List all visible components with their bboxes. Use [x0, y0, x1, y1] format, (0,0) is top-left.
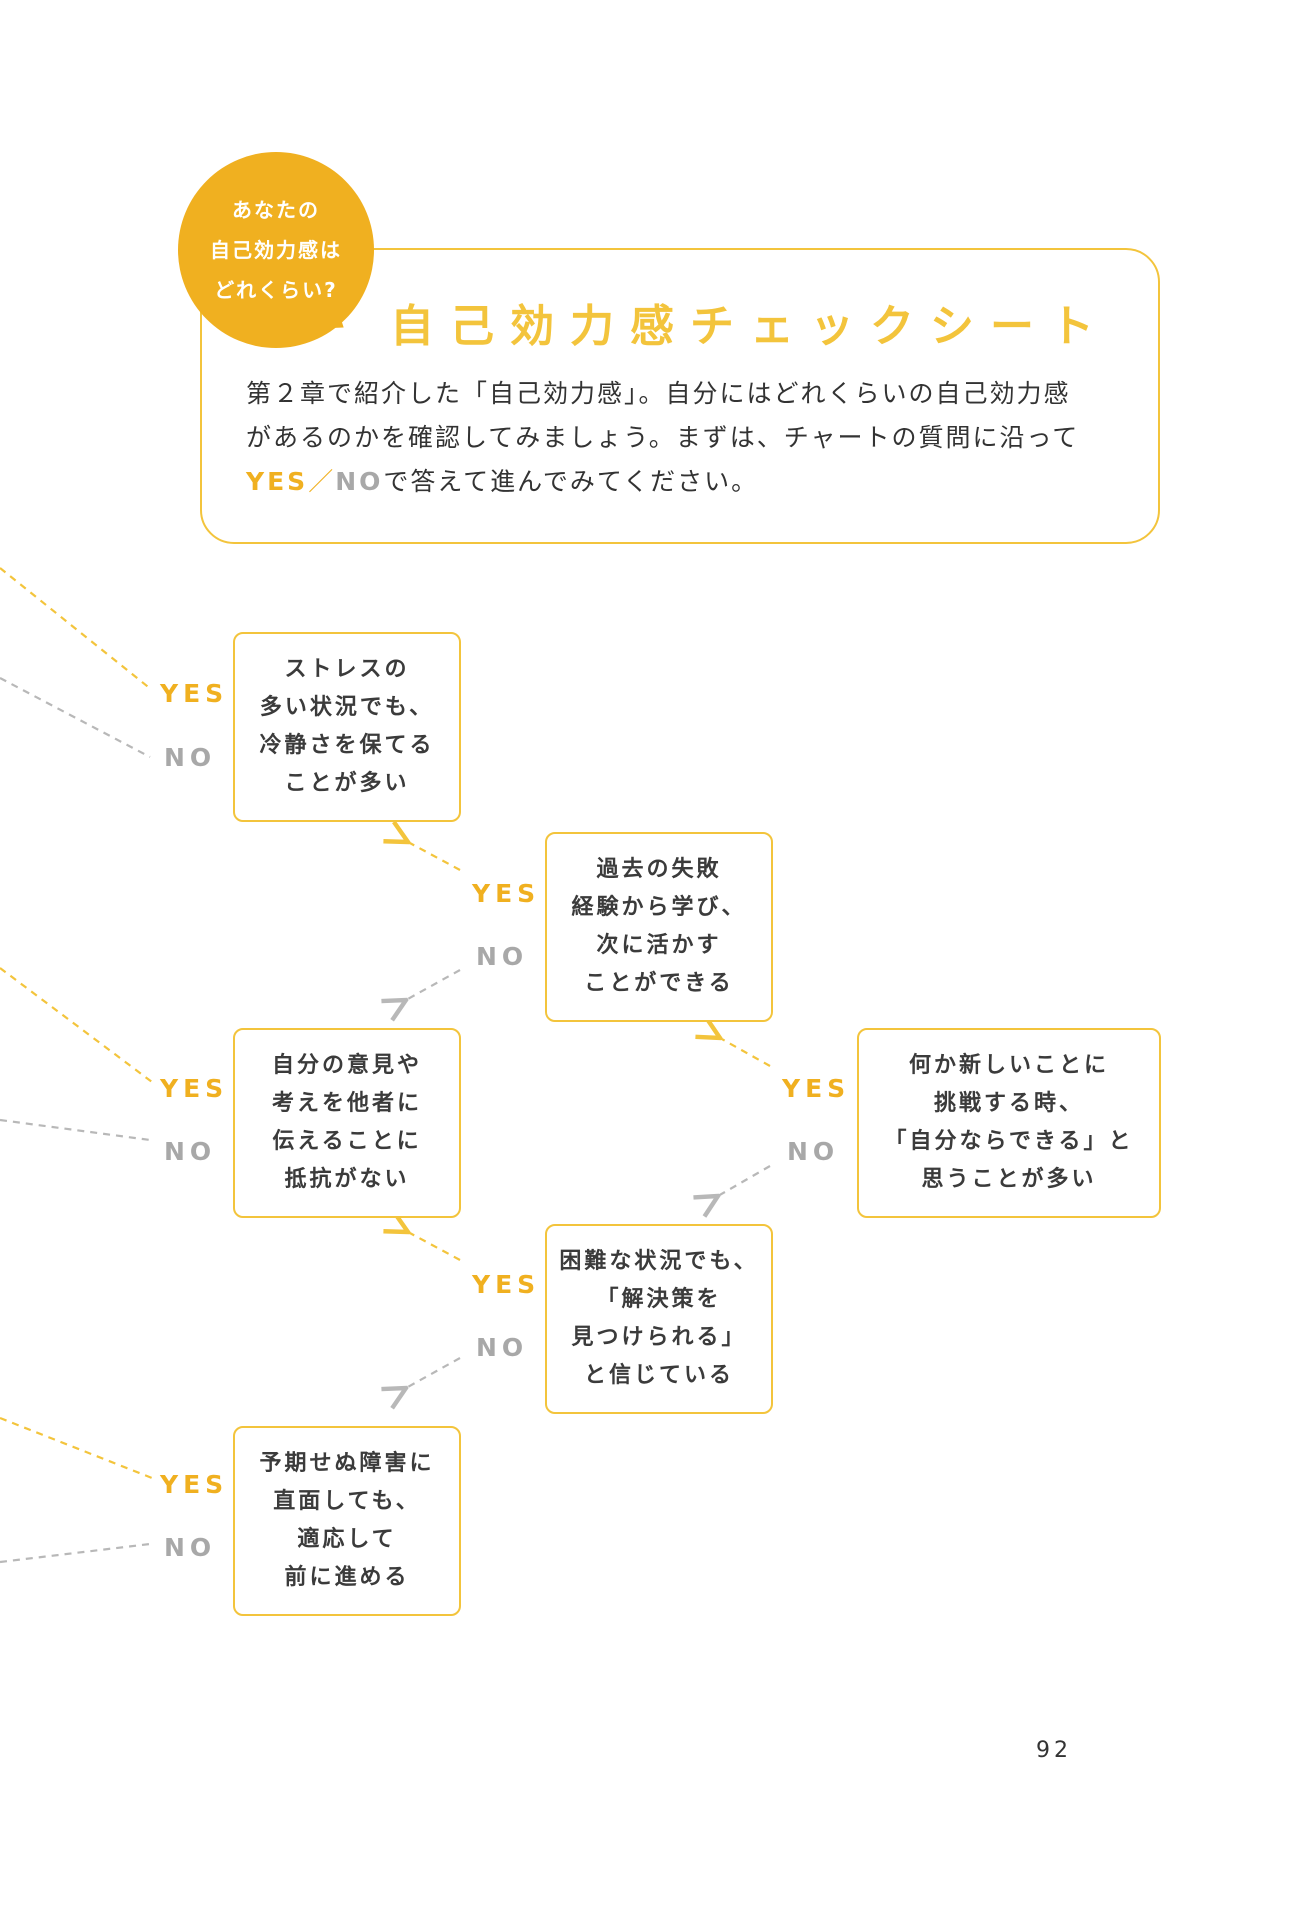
question-line: ことができる [584, 971, 734, 996]
connector-yes-offpage [0, 567, 153, 691]
question-line: 前に進める [284, 1565, 410, 1590]
connector-q3-yes [408, 1232, 461, 1261]
question-line: ことが多い [284, 771, 410, 796]
question-line: 多い状況でも、 [259, 695, 435, 720]
connector-q3-no [406, 1357, 461, 1388]
question-box-q1: 何か新しいことに 挑戦する時、 「自分ならできる」と 思うことが多い [857, 1028, 1161, 1218]
no-label: NO [164, 1137, 217, 1166]
yes-label: YES [160, 1470, 229, 1499]
question-box-q6: 予期せぬ障害に 直面しても、 適応して 前に進める [233, 1426, 461, 1616]
question-box-q5: 自分の意見や 考えを他者に 伝えることに 抵抗がない [233, 1028, 461, 1218]
connector-yes-offpage [0, 967, 153, 1083]
question-line: 見つけられる」 [571, 1325, 747, 1350]
question-line: 適応して [297, 1527, 397, 1552]
connector-no-offpage [0, 1118, 151, 1142]
connector-yes-offpage [0, 1416, 153, 1480]
question-line: 予期せぬ障害に [259, 1451, 435, 1476]
connector-no-offpage [0, 1542, 151, 1564]
no-label: NO [787, 1137, 840, 1166]
badge-line: どれくらい? [214, 278, 338, 302]
sheet-title: 自己効力感チェックシート [390, 301, 1110, 352]
intro-yes: YES [246, 467, 309, 496]
question-box-q4: ストレスの 多い状況でも、 冷静さを保てる ことが多い [233, 632, 461, 822]
question-line: 経験から学び、 [571, 895, 747, 920]
yes-label: YES [472, 1270, 541, 1299]
question-line: 「解決策を [596, 1287, 722, 1312]
intro-no: NO [335, 467, 384, 496]
intro-line: があるのかを確認してみましょう。まずは、チャートの質問に沿って [246, 423, 1080, 452]
no-label: NO [164, 1533, 217, 1562]
connector-q2-no [406, 969, 461, 1000]
question-line: 困難な状況でも、 [559, 1249, 759, 1274]
question-line: 抵抗がない [284, 1167, 410, 1192]
question-line: 過去の失敗 [596, 857, 722, 882]
question-line: 直面しても、 [273, 1489, 421, 1514]
badge-line: あなたの [232, 198, 320, 222]
question-box-q2: 過去の失敗 経験から学び、 次に活かす ことができる [545, 832, 773, 1022]
intro-slash: ／ [308, 467, 336, 496]
yes-label: YES [472, 879, 541, 908]
yes-label: YES [782, 1074, 851, 1103]
no-label: NO [476, 942, 529, 971]
connector-q1-no [718, 1165, 771, 1196]
yes-label: YES [160, 1074, 229, 1103]
question-line: 伝えることに [272, 1129, 422, 1154]
no-label: NO [164, 743, 217, 772]
badge-line: 自己効力感は [210, 238, 342, 262]
connector-no-offpage [0, 677, 151, 758]
question-line: 冷静さを保てる [259, 733, 435, 758]
question-line: 「自分ならできる」と [884, 1129, 1134, 1154]
question-line: 自分の意見や [271, 1053, 422, 1078]
intro-line: 第２章で紹介した「自己効力感」。自分にはどれくらいの自己効力感 [246, 379, 1071, 408]
intro-line: YES／NOで答えて進んでみてください。 [246, 460, 1146, 504]
yes-label: YES [160, 679, 229, 708]
question-line: 次に活かす [596, 933, 722, 958]
no-label: NO [476, 1333, 529, 1362]
connector-q1-yes [720, 1038, 771, 1067]
intro-line-rest: で答えて進んでみてください。 [383, 467, 759, 496]
question-box-q3: 困難な状況でも、 「解決策を 見つけられる」 と信じている [545, 1224, 773, 1414]
question-line: ストレスの [284, 657, 410, 682]
intro-badge: あなたの 自己効力感は どれくらい? [178, 152, 374, 348]
question-line: 何か新しいことに [908, 1053, 1109, 1078]
question-line: 考えを他者に [271, 1091, 422, 1116]
question-line: 思うことが多い [921, 1167, 1097, 1192]
intro-text: 第２章で紹介した「自己効力感」。自分にはどれくらいの自己効力感 があるのかを確認… [246, 372, 1146, 504]
page-number: 92 [1036, 1738, 1072, 1763]
question-line: と信じている [583, 1363, 734, 1388]
connector-q2-yes [408, 842, 461, 871]
question-line: 挑戦する時、 [933, 1091, 1084, 1116]
